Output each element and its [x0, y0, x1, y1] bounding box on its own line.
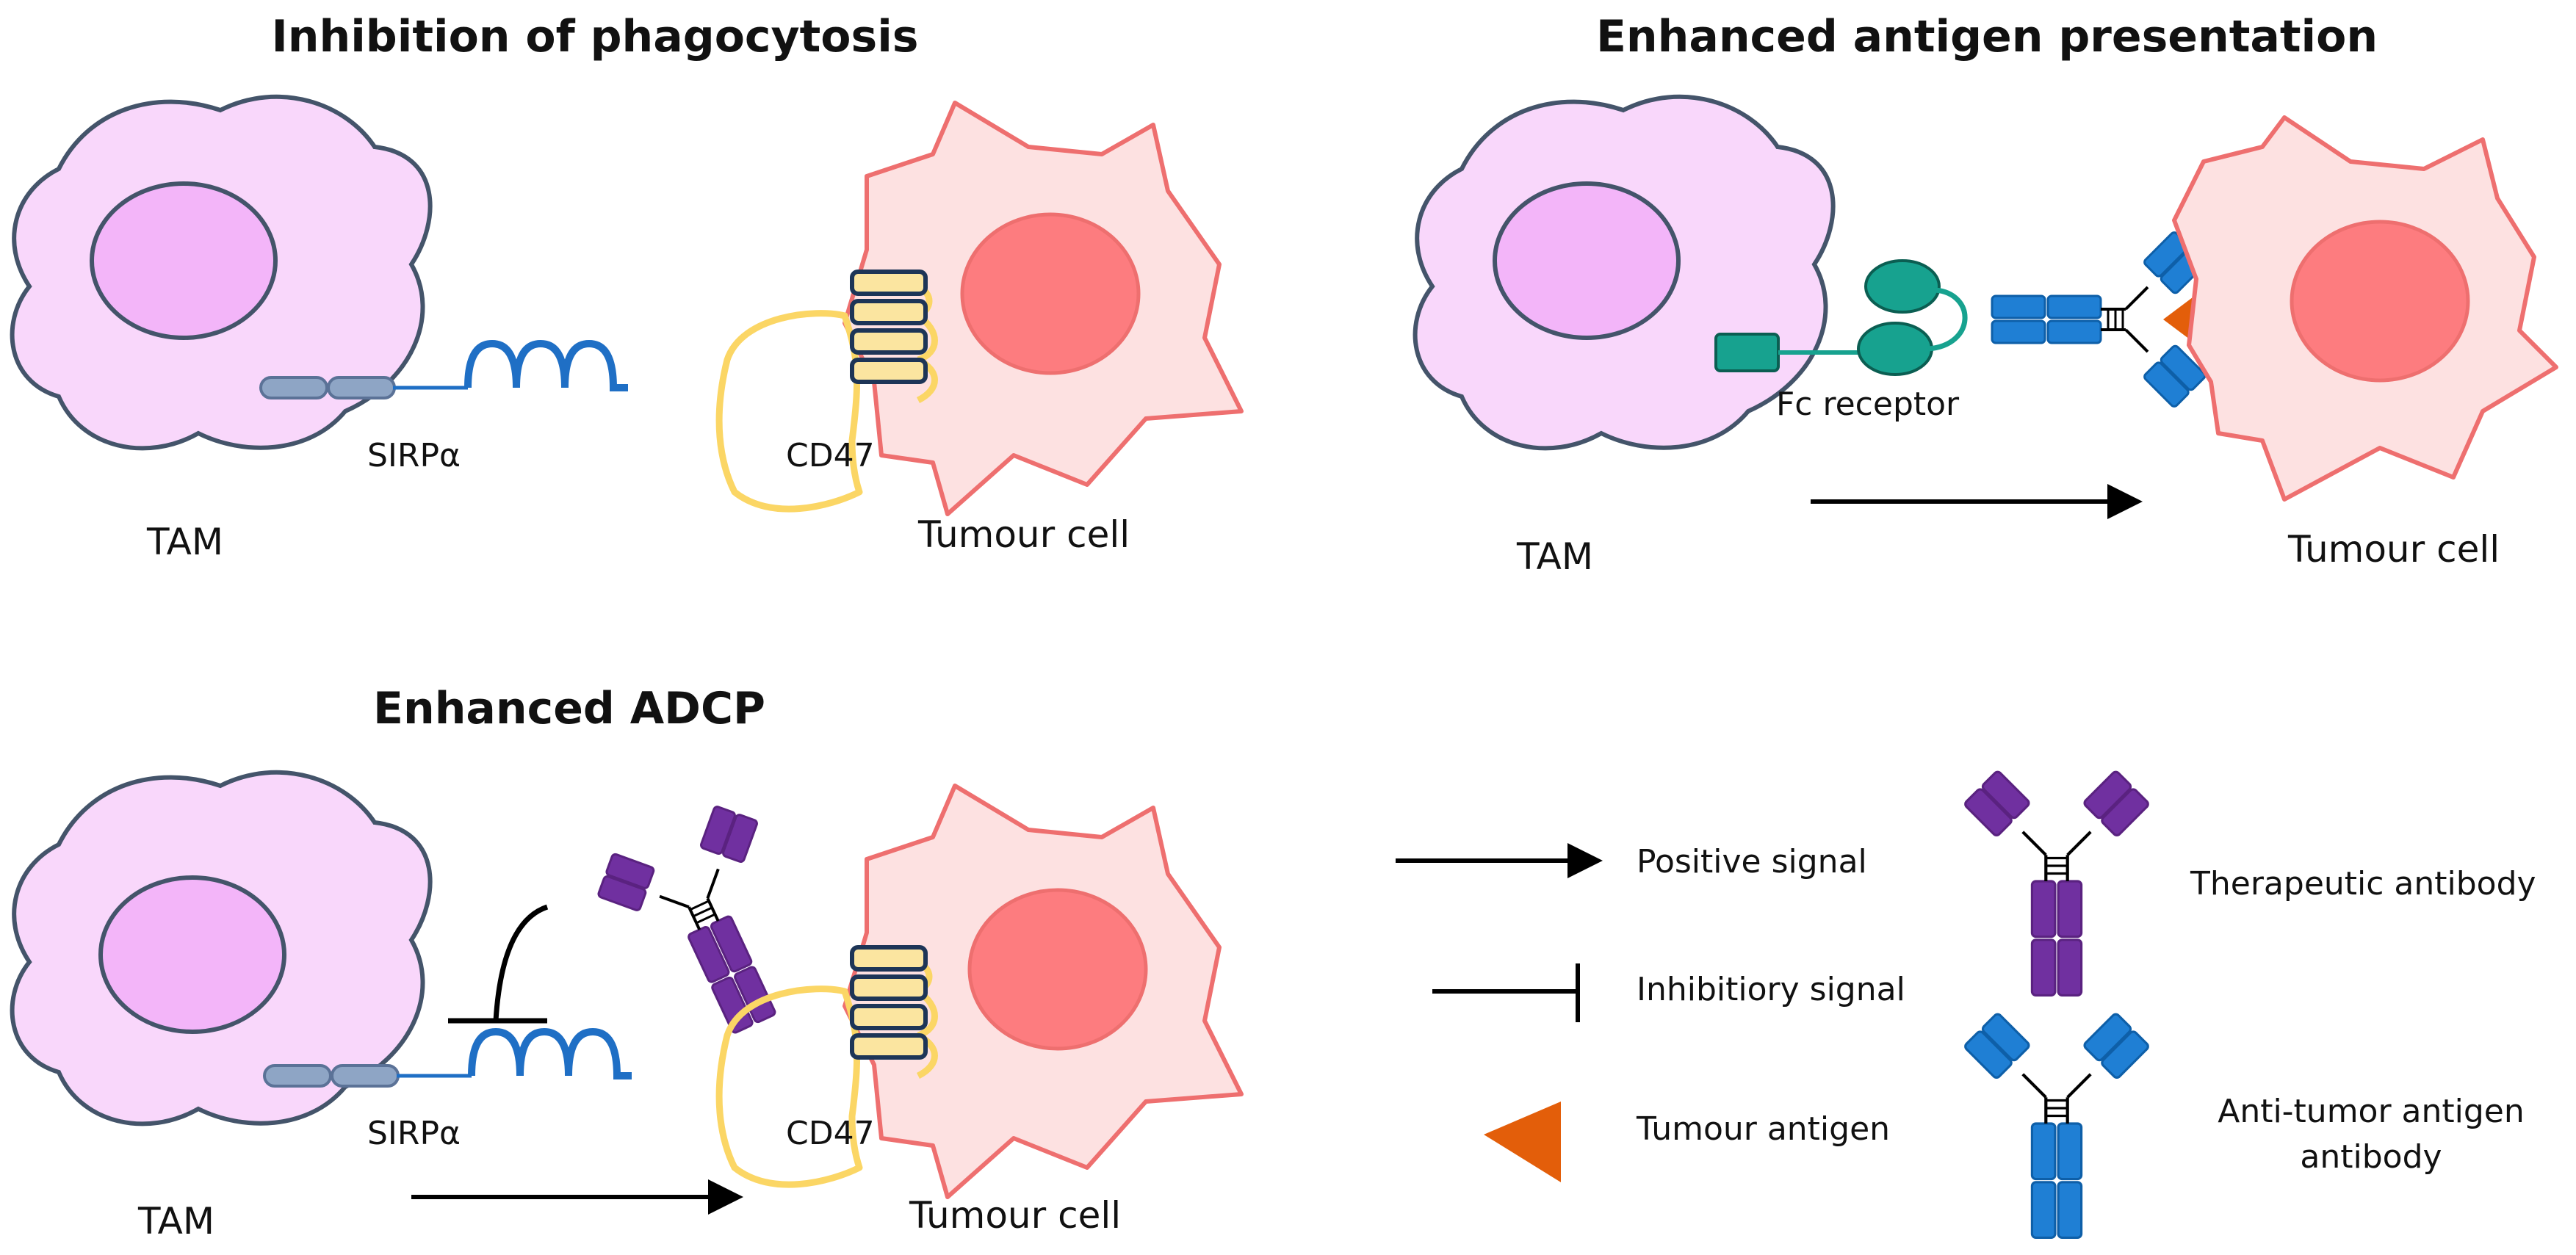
- therapeutic-antibody-bound: [582, 790, 837, 1063]
- panel-title-adcp: Enhanced ADCP: [373, 683, 765, 734]
- legend-antigen-icon: [1484, 1102, 1561, 1182]
- tam-nucleus-2: [1493, 181, 1681, 340]
- inhibitory-signal-adcp: [448, 904, 549, 1024]
- tumour-nucleus-3: [967, 888, 1148, 1051]
- legend-therapeutic-antibody-icon: [1964, 770, 2150, 995]
- cd47-label-2: CD47: [786, 1115, 875, 1152]
- sirpa-label-2: SIRPα: [367, 1115, 461, 1152]
- tumour-label-2: Tumour cell: [2287, 528, 2500, 571]
- legend-anti-tumor-antibody-icon: [1964, 1013, 2150, 1237]
- legend-inhibitory-icon: [1432, 963, 1580, 1022]
- tam-label-3: TAM: [137, 1200, 214, 1243]
- tam-label: TAM: [146, 521, 223, 563]
- legend-positive-label: Positive signal: [1637, 843, 1867, 880]
- legend: Positive signal Inhibitiory signal Tumou…: [1396, 770, 2536, 1237]
- tumour-label: Tumour cell: [917, 513, 1130, 556]
- legend-anti-tumor-label-2: antibody: [2300, 1138, 2442, 1176]
- legend-antigen-label: Tumour antigen: [1636, 1110, 1890, 1148]
- panel-title-phagocytosis: Inhibition of phagocytosis: [271, 11, 918, 62]
- tumour-label-3: Tumour cell: [909, 1194, 1121, 1237]
- cd47-label: CD47: [786, 437, 875, 474]
- tumour-antigen: [2163, 297, 2193, 341]
- tumour-nucleus: [960, 212, 1141, 375]
- tam-nucleus: [90, 181, 278, 340]
- tumour-nucleus-2: [2290, 220, 2470, 383]
- panel-title-antigen: Enhanced antigen presentation: [1596, 11, 2378, 62]
- fc-receptor-label: Fc receptor: [1776, 386, 1960, 423]
- legend-inhibitory-label: Inhibitiory signal: [1637, 971, 1905, 1008]
- legend-anti-tumor-label-1: Anti-tumor antigen: [2218, 1093, 2525, 1130]
- legend-therapeutic-label: Therapeutic antibody: [2190, 865, 2536, 903]
- fc-receptor: [1714, 259, 1968, 376]
- tam-label-2: TAM: [1516, 535, 1593, 578]
- tam-nucleus-3: [98, 875, 286, 1034]
- sirpa-label: SIRPα: [367, 437, 461, 474]
